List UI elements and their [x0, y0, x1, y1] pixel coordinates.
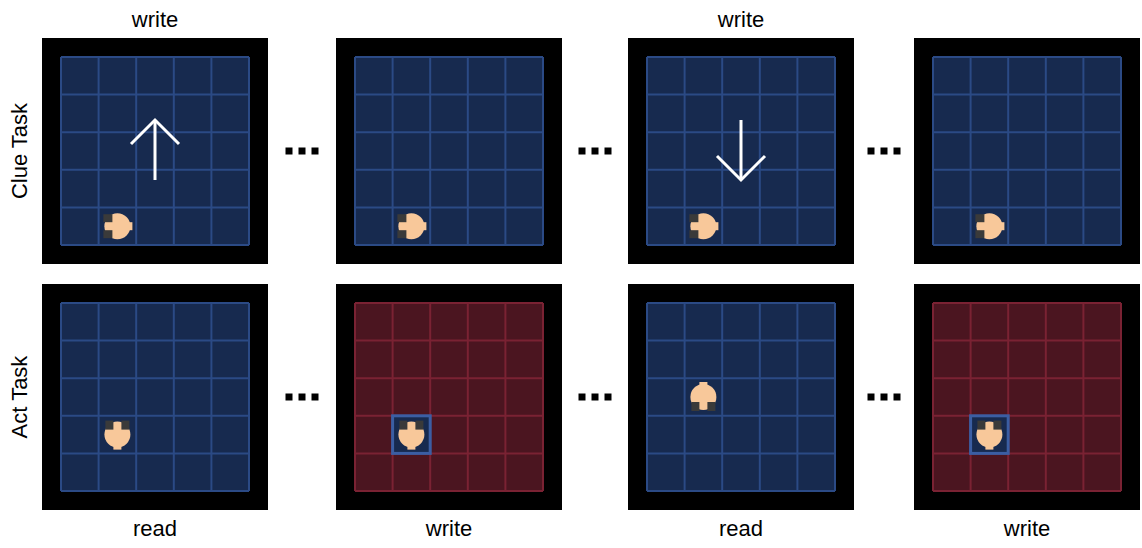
phase-label: read — [133, 518, 177, 540]
env-panel — [336, 284, 562, 510]
ellipsis-dots — [868, 148, 901, 155]
ellipsis-dots — [868, 394, 901, 401]
env-panel — [914, 284, 1140, 510]
ellipsis-dots — [286, 148, 319, 155]
phase-label: write — [1004, 518, 1050, 540]
ellipsis-dots — [286, 394, 319, 401]
env-panel — [914, 38, 1140, 264]
env-panel — [42, 38, 268, 264]
env-panel — [42, 284, 268, 510]
highlight-cell — [971, 416, 1009, 454]
phase-label: write — [718, 9, 764, 31]
env-panel — [336, 38, 562, 264]
direction-arrow — [717, 120, 765, 180]
agent-sprite — [976, 421, 1002, 450]
direction-arrow — [131, 120, 179, 180]
agent-sprite — [397, 213, 426, 239]
agent-sprite — [398, 421, 424, 450]
row-label: Act Task — [9, 356, 31, 439]
agent-sprite — [103, 213, 132, 239]
highlight-cell — [393, 416, 431, 454]
ellipsis-dots — [579, 148, 612, 155]
env-panel — [628, 38, 854, 264]
phase-label: read — [719, 518, 763, 540]
phase-label: write — [132, 9, 178, 31]
agent-sprite — [689, 213, 718, 239]
agent-sprite — [975, 213, 1004, 239]
phase-label: write — [426, 518, 472, 540]
env-panel — [628, 284, 854, 510]
agent-sprite — [104, 421, 130, 450]
agent-sprite — [690, 382, 716, 411]
row-label: Clue Task — [9, 103, 31, 199]
ellipsis-dots — [579, 394, 612, 401]
